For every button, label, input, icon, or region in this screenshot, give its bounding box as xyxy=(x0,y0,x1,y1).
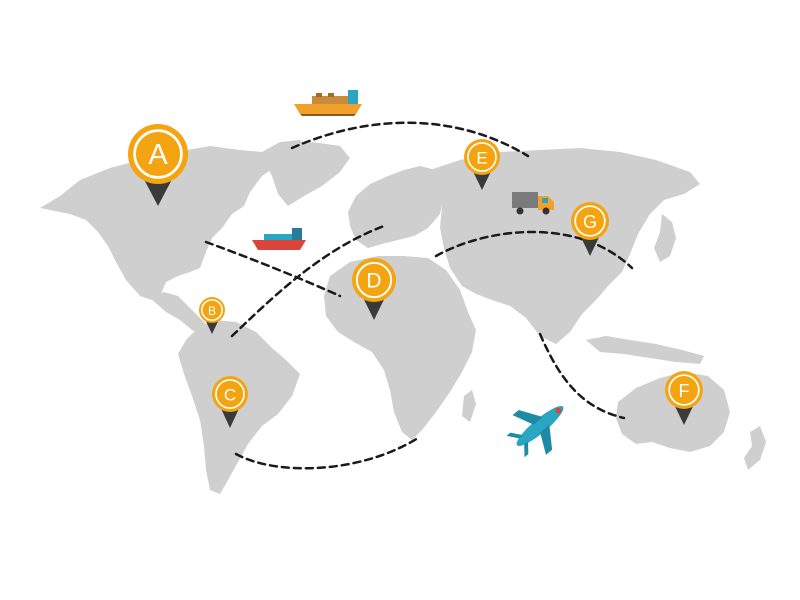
landmass-central-america xyxy=(150,292,210,336)
pin-a-label: A xyxy=(148,139,168,171)
landmass-indonesia xyxy=(586,336,704,364)
pin-f-label: F xyxy=(679,381,690,401)
pin-a[interactable]: A xyxy=(128,124,188,206)
landmass-madagascar xyxy=(462,390,476,422)
pin-e[interactable]: E xyxy=(464,139,500,190)
pin-c[interactable]: C xyxy=(212,376,248,428)
landmass-greenland xyxy=(262,142,350,206)
landmass-north-america xyxy=(40,140,310,300)
route-b-to-europe xyxy=(230,224,386,338)
route-d-to-g xyxy=(434,230,634,270)
world-landmasses xyxy=(40,140,766,494)
cargo-ship-icon xyxy=(294,90,362,116)
pin-a-ring xyxy=(133,129,183,179)
route-c-to-africa xyxy=(234,436,420,470)
pin-b-ring xyxy=(201,299,223,321)
pin-e-badge xyxy=(464,139,500,175)
pin-e-ring xyxy=(467,142,497,172)
pin-g-label: G xyxy=(583,212,597,232)
pin-g[interactable]: G xyxy=(571,202,609,256)
pin-a-badge xyxy=(128,124,188,184)
airplane-icon xyxy=(506,405,564,458)
landmass-europe xyxy=(348,166,446,248)
shipping-routes xyxy=(204,121,634,470)
pin-g-ring xyxy=(574,205,606,237)
landmass-japan xyxy=(654,214,676,262)
route-north-atlantic-arc xyxy=(290,121,530,158)
pin-c-ring xyxy=(215,379,245,409)
pin-b-badge xyxy=(199,297,225,323)
pin-f-badge xyxy=(665,371,703,409)
pin-f[interactable]: F xyxy=(665,371,703,425)
route-asia-to-f xyxy=(538,332,626,420)
route-a-to-d xyxy=(204,240,342,298)
pin-g-badge xyxy=(571,202,609,240)
location-pins: A B C D E F G xyxy=(128,124,703,428)
pin-d[interactable]: D xyxy=(352,258,396,320)
container-ship-icon xyxy=(252,228,306,250)
landmass-asia xyxy=(430,148,700,344)
landmass-africa xyxy=(324,256,476,440)
pin-f-ring xyxy=(668,374,700,406)
pin-d-ring xyxy=(355,261,393,299)
pin-b-label: B xyxy=(208,304,216,318)
truck-icon xyxy=(512,192,554,215)
pin-c-badge xyxy=(212,376,248,412)
pin-c-label: C xyxy=(224,386,236,405)
pin-b[interactable]: B xyxy=(199,297,225,334)
pin-e-label: E xyxy=(476,149,487,168)
landmass-new-zealand xyxy=(744,426,766,470)
pin-d-badge xyxy=(352,258,396,302)
pin-d-label: D xyxy=(366,270,381,293)
